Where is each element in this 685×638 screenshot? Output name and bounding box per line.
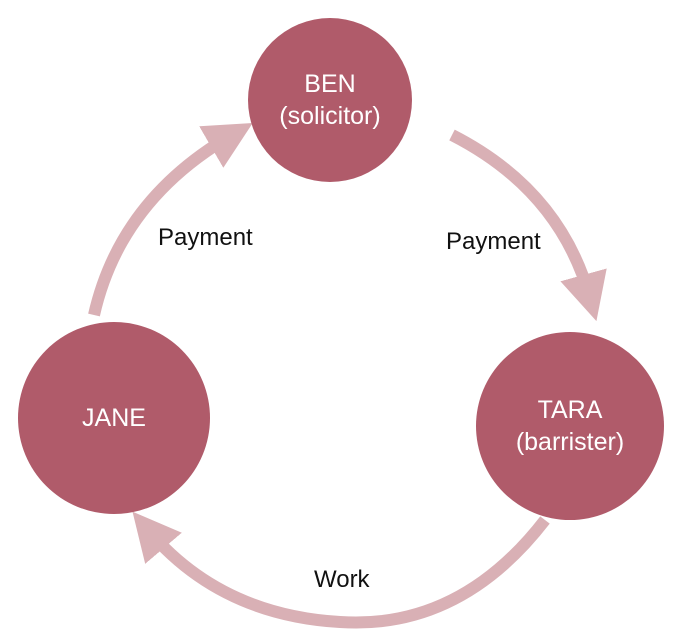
label-ben-to-tara: Payment xyxy=(446,228,541,255)
node-tara-name: TARA xyxy=(537,395,603,424)
node-ben: BEN (solicitor) xyxy=(248,18,412,182)
arrow-tara-to-jane xyxy=(132,511,550,629)
node-ben-role: (solicitor) xyxy=(279,102,381,130)
node-ben-name: BEN xyxy=(304,69,356,98)
label-jane-to-ben: Payment xyxy=(158,224,253,251)
label-tara-to-jane: Work xyxy=(314,566,370,593)
arrow-jane-to-ben xyxy=(88,122,253,317)
node-jane-name: JANE xyxy=(82,403,146,432)
arrow-ben-to-tara xyxy=(449,129,607,322)
node-jane: JANE xyxy=(18,322,210,514)
node-tara-role: (barrister) xyxy=(515,428,625,456)
node-tara: TARA (barrister) xyxy=(476,332,664,520)
